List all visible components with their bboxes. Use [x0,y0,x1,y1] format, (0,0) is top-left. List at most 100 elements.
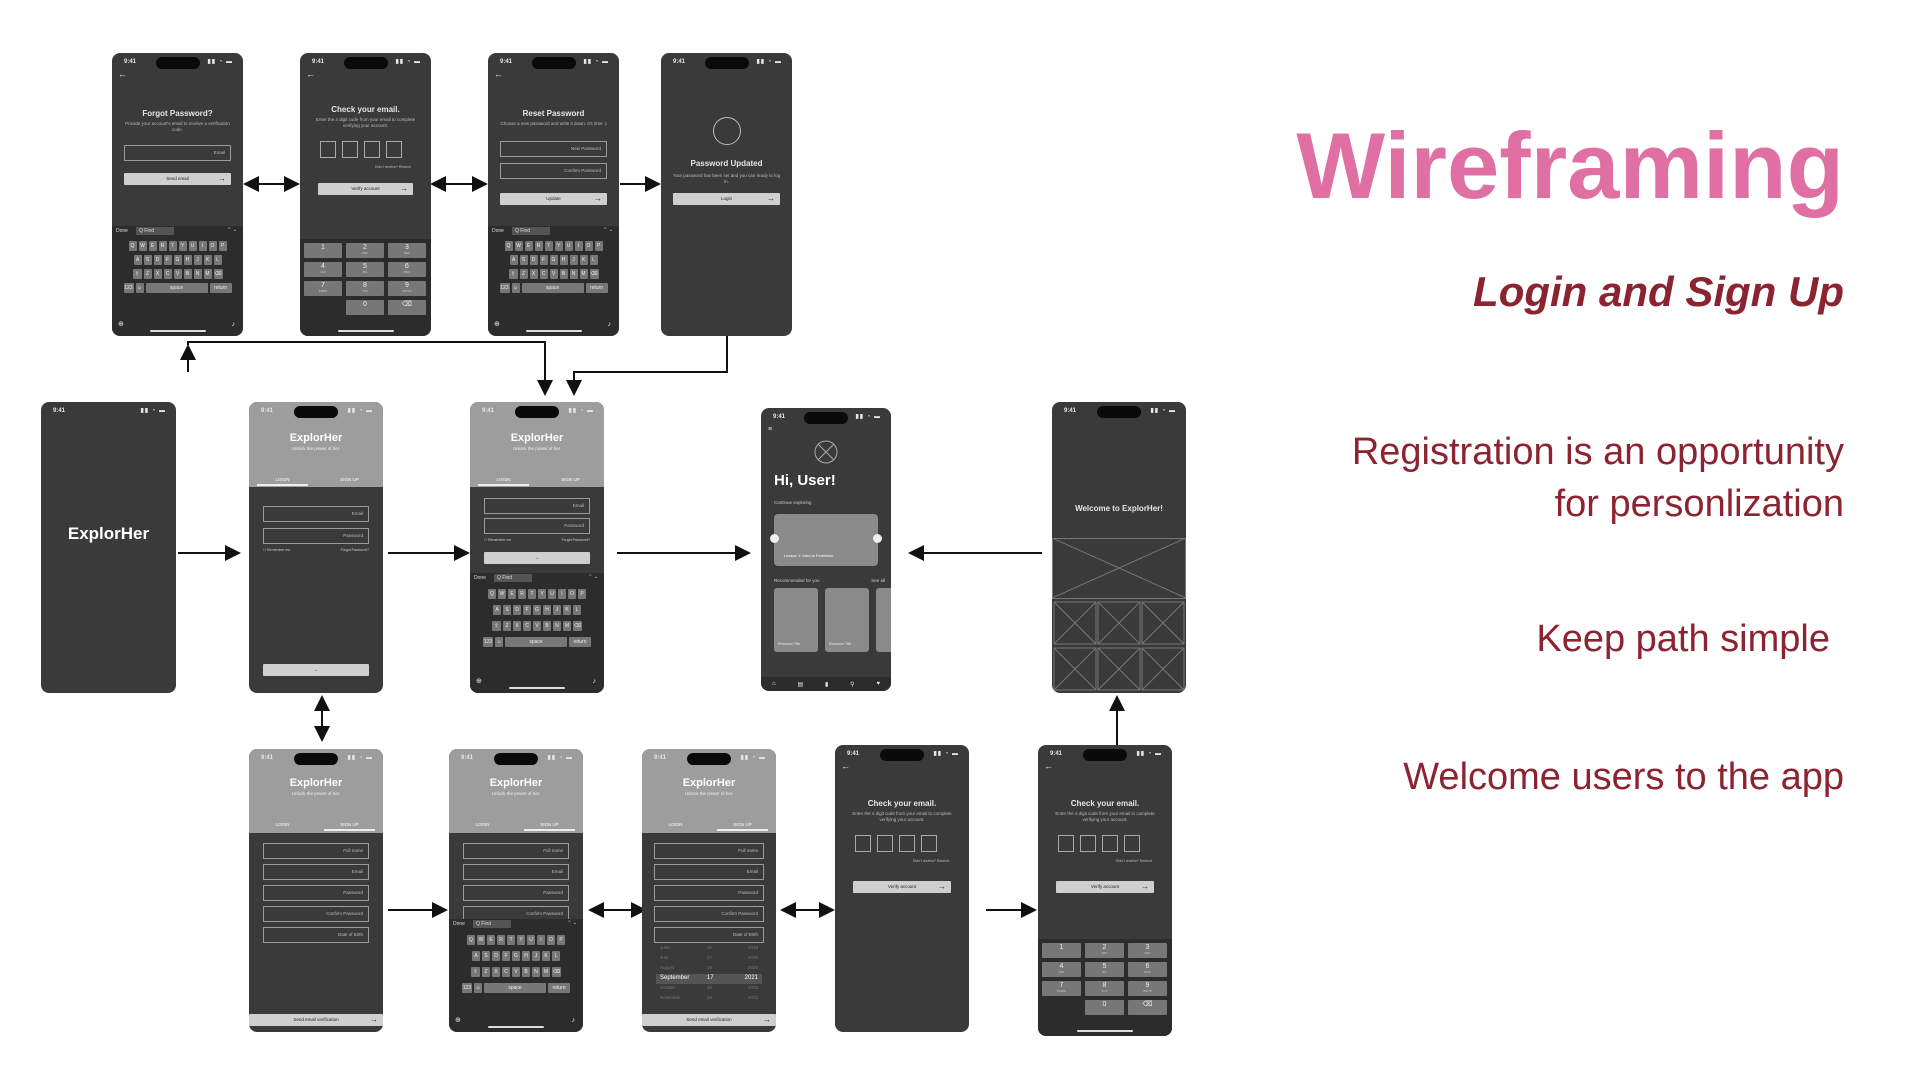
key[interactable]: U [564,241,573,251]
key[interactable]: P [218,241,227,251]
key[interactable]: X [529,269,538,279]
tab-login[interactable]: LOGIN [275,477,290,482]
key[interactable]: J [193,255,202,265]
key[interactable]: M [579,269,588,279]
key[interactable]: J [569,255,578,265]
login-button[interactable]: Login→ [673,193,780,205]
code-box[interactable] [877,835,893,852]
home-icon[interactable]: ⌂ [771,681,776,687]
key[interactable]: Q [504,241,513,251]
key[interactable]: B [522,967,530,977]
key[interactable]: F [539,255,548,265]
code-box[interactable] [921,835,937,852]
key[interactable]: C [502,967,510,977]
email-field[interactable]: Email [263,506,369,522]
key[interactable]: U [548,589,556,599]
numpad-key[interactable]: 1 [304,243,342,258]
key[interactable]: B [543,621,551,631]
menu-icon[interactable]: ≡ [768,426,773,433]
key[interactable]: R [518,589,526,599]
update-button[interactable]: Update→ [500,193,607,205]
full-name-field[interactable]: Full name [654,843,764,859]
confirm-password-field[interactable]: Confirm Password [263,906,369,922]
login-submit-button[interactable]: → [484,552,590,564]
key[interactable]: M [203,269,212,279]
email-field[interactable]: Email [654,864,764,880]
backspace-key[interactable]: ⌫ [573,621,582,631]
key[interactable]: O [208,241,217,251]
resend-link[interactable]: Didn't receive? Resend [374,165,411,169]
search-icon[interactable]: ⚲ [850,681,855,688]
key[interactable]: K [542,951,550,961]
key[interactable]: T [507,935,515,945]
key[interactable]: V [512,967,520,977]
key[interactable]: E [148,241,157,251]
key[interactable]: F [163,255,172,265]
key[interactable]: Z [482,967,490,977]
key[interactable]: K [563,605,571,615]
key[interactable]: K [579,255,588,265]
key[interactable]: A [509,255,518,265]
key[interactable]: B [183,269,192,279]
key[interactable]: J [553,605,561,615]
key[interactable]: V [533,621,541,631]
verify-account-button[interactable]: Verify account→ [1056,881,1154,893]
tab-signup[interactable]: SIGN UP [733,822,752,827]
key[interactable]: G [549,255,558,265]
numpad-key[interactable]: 0 [1085,1000,1124,1015]
heart-icon[interactable]: ♥ [876,681,881,687]
code-box[interactable] [320,141,336,158]
key[interactable]: D [492,951,500,961]
key[interactable]: M [563,621,571,631]
resource-card[interactable]: Resource Title [774,588,818,652]
key[interactable]: L [552,951,560,961]
send-email-button[interactable]: Send email→ [124,173,231,185]
key[interactable]: A [472,951,480,961]
key[interactable]: I [574,241,583,251]
code-box[interactable] [342,141,358,158]
verify-account-button[interactable]: Verify account→ [853,881,951,893]
key[interactable]: Q [128,241,137,251]
key[interactable]: R [158,241,167,251]
key[interactable]: N [532,967,540,977]
key[interactable]: J [532,951,540,961]
tab-login[interactable]: LOGIN [475,822,490,827]
key[interactable]: S [503,605,511,615]
carousel-next-icon[interactable] [873,534,882,543]
resource-card[interactable] [876,588,891,652]
key[interactable]: V [549,269,558,279]
tab-signup[interactable]: SIGN UP [340,477,359,482]
key[interactable]: W [514,241,523,251]
key[interactable]: O [547,935,555,945]
code-box[interactable] [1058,835,1074,852]
key[interactable]: Y [538,589,546,599]
key[interactable]: X [492,967,500,977]
key[interactable]: L [213,255,222,265]
code-box[interactable] [899,835,915,852]
send-verification-button[interactable]: Send email verification→ [642,1014,776,1026]
key[interactable]: E [508,589,516,599]
key[interactable]: S [482,951,490,961]
key[interactable]: P [594,241,603,251]
key[interactable]: P [578,589,586,599]
back-arrow-icon[interactable]: ← [306,69,315,79]
key[interactable]: C [163,269,172,279]
key[interactable]: N [553,621,561,631]
key[interactable]: L [589,255,598,265]
shift-key[interactable]: ⇧ [471,967,480,977]
key[interactable]: Z [143,269,152,279]
back-arrow-icon[interactable]: ← [841,761,850,771]
key[interactable]: Y [517,935,525,945]
key[interactable]: E [487,935,495,945]
key[interactable]: H [522,951,530,961]
